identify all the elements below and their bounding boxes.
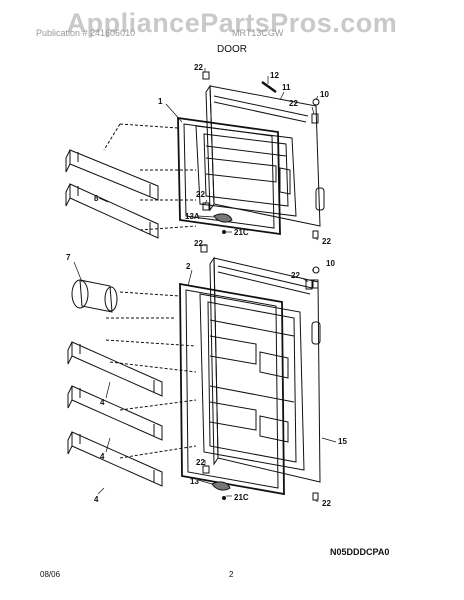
footer-date: 08/06 — [40, 570, 61, 579]
watermark-text: AppliancePartsPros.com — [66, 8, 398, 38]
dairy-compartment — [71, 279, 118, 313]
callout-22: 22 — [322, 237, 331, 246]
diagram-code: N05DDDCPA0 — [330, 547, 390, 557]
callout-21c: 21C — [234, 228, 249, 237]
callout-7: 7 — [66, 253, 71, 262]
callout-21c: 21C — [234, 493, 249, 502]
callout-4: 4 — [94, 495, 99, 504]
fresh-food-hinge-parts — [200, 244, 320, 501]
fresh-food-inner-liner — [199, 293, 305, 471]
freezer-door-shelf-upper — [65, 149, 159, 201]
callout-leader-lines — [73, 68, 337, 503]
fresh-food-shelf-guides — [105, 291, 197, 459]
fresh-food-door-panel — [209, 256, 321, 483]
model-number: MRT13CGW — [232, 28, 284, 38]
callout-8: 8 — [94, 194, 99, 203]
callout-22: 22 — [196, 458, 205, 467]
callout-4: 4 — [100, 398, 105, 407]
section-title: DOOR — [217, 44, 247, 55]
callout-labels: 22 12 11 10 22 1 8 22 13A 21C 22 22 10 2… — [66, 63, 347, 508]
fresh-food-door-shelf-top — [67, 341, 163, 397]
callout-22: 22 — [194, 239, 203, 248]
fresh-food-door-shelf-bottom — [67, 431, 163, 487]
freezer-door-panel — [205, 80, 325, 227]
callout-22: 22 — [289, 99, 298, 108]
callout-1: 1 — [158, 97, 163, 106]
freezer-door-gasket — [177, 116, 281, 236]
callout-22: 22 — [291, 271, 300, 280]
callout-2: 2 — [186, 262, 191, 271]
callout-4: 4 — [100, 452, 105, 461]
callout-10: 10 — [320, 90, 329, 99]
callout-22: 22 — [194, 63, 203, 72]
freezer-shelf-guides — [103, 123, 197, 231]
callout-10: 10 — [326, 259, 335, 268]
callout-22: 22 — [196, 190, 205, 199]
footer-page-number: 2 — [229, 570, 234, 579]
callout-15: 15 — [338, 437, 347, 446]
callout-13a: 13A — [185, 212, 200, 221]
callout-13: 13 — [190, 477, 199, 486]
publication-number: Publication # 241606010 — [36, 28, 136, 38]
callout-22: 22 — [322, 499, 331, 508]
callout-11: 11 — [282, 83, 291, 92]
fresh-food-door-shelf-middle — [67, 385, 163, 441]
fresh-food-door-gasket — [179, 282, 285, 496]
callout-12: 12 — [270, 71, 279, 80]
freezer-door-shelf-lower — [65, 183, 159, 239]
